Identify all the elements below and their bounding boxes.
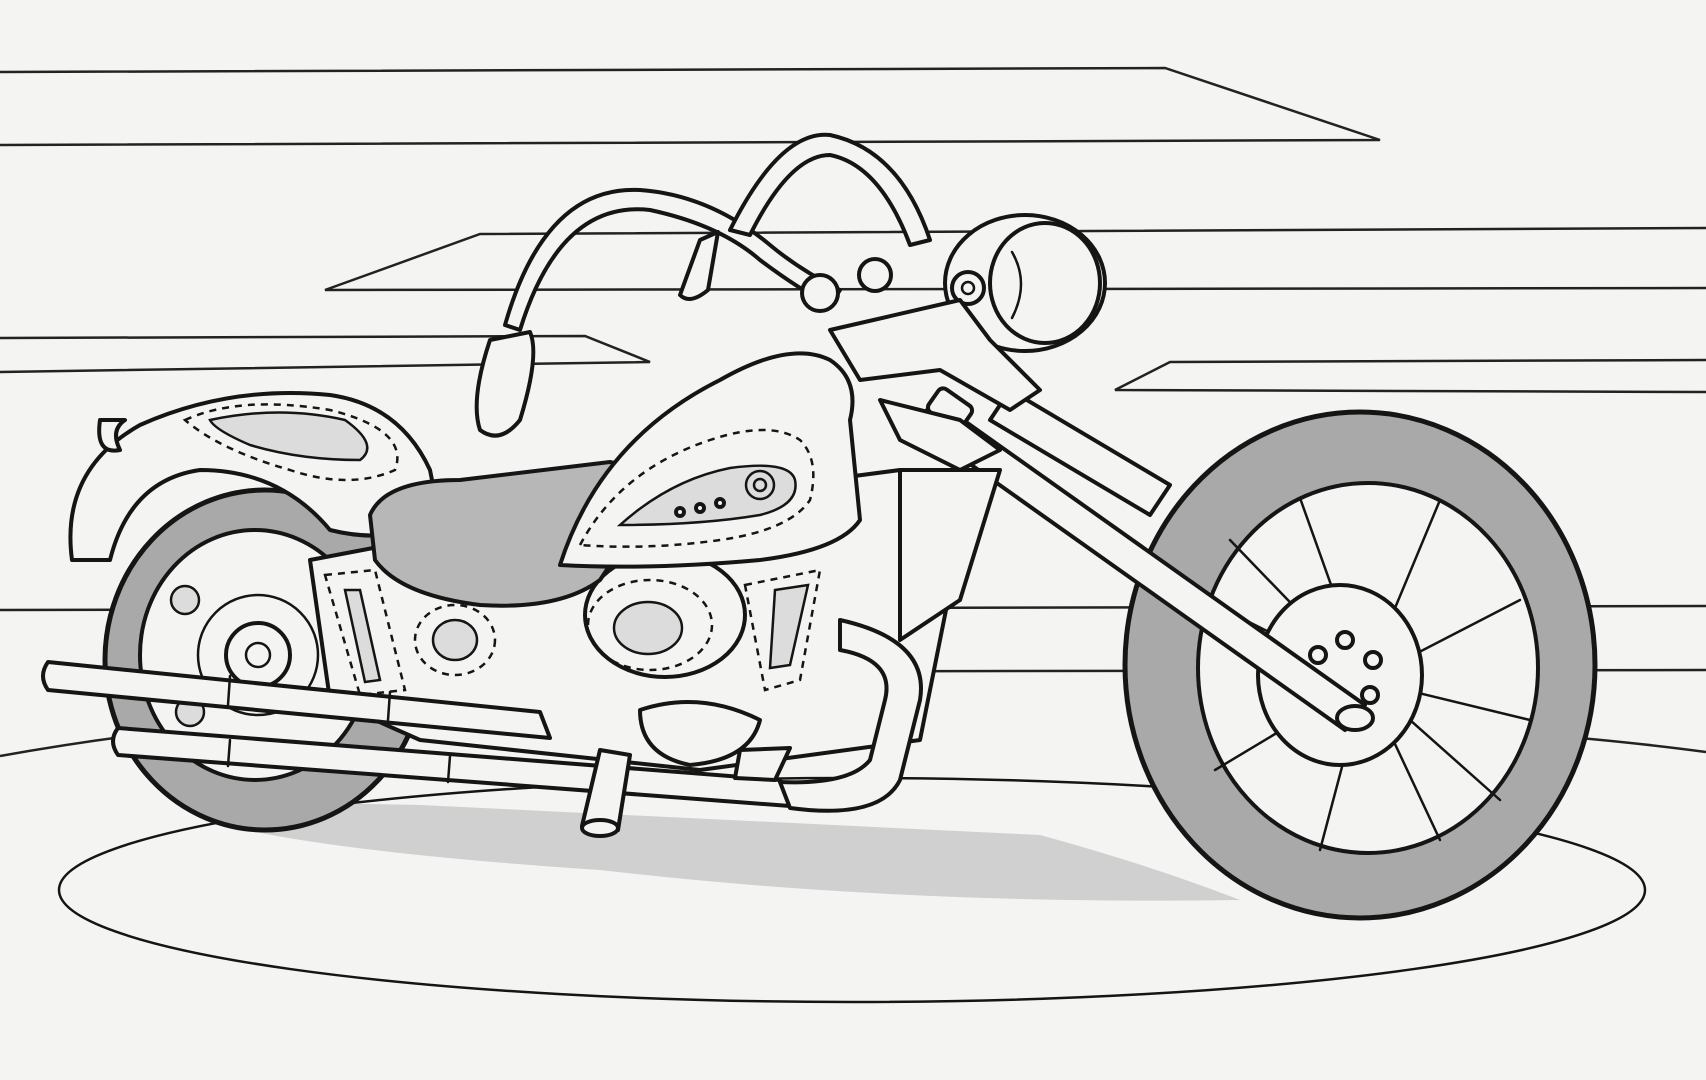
pipe-joint xyxy=(386,690,392,722)
engine-fin xyxy=(343,588,382,684)
air-filter-outline xyxy=(586,578,714,672)
fork-tube-rear xyxy=(988,388,1172,517)
pipe-joint xyxy=(226,738,232,768)
headlight-lens xyxy=(988,221,1102,345)
engine-panel-right xyxy=(743,568,822,692)
headlight-reflection xyxy=(1010,250,1023,320)
brake-pedal xyxy=(733,746,792,782)
tank-dot xyxy=(694,502,706,514)
footpeg-end xyxy=(580,818,620,838)
rear-axle xyxy=(244,641,272,669)
hub-bolt xyxy=(1335,630,1355,650)
handlebar-right xyxy=(728,132,932,247)
front-wheel xyxy=(1122,409,1598,921)
footpeg xyxy=(580,746,792,838)
rear-hub xyxy=(224,621,292,689)
frame-neck xyxy=(828,298,1042,412)
hub-bolt xyxy=(1360,685,1380,705)
tail-light xyxy=(97,418,127,453)
triple-tree xyxy=(878,398,1002,472)
headlight xyxy=(943,213,1107,353)
front-hub xyxy=(1256,583,1424,767)
handlebar-grip xyxy=(474,330,536,438)
exhaust-header xyxy=(778,618,923,813)
air-filter-center xyxy=(612,600,684,656)
bike-shadow xyxy=(200,803,1240,901)
fender-panel xyxy=(208,411,369,462)
rear-rim-ring xyxy=(196,593,320,717)
engine-cover xyxy=(431,618,479,662)
fork-tip xyxy=(1335,704,1375,732)
speed-line-3 xyxy=(0,334,651,374)
fuel-tank xyxy=(558,351,862,569)
crank-case xyxy=(638,700,762,767)
mirror-stem xyxy=(678,230,720,301)
hub-bolt xyxy=(1363,650,1383,670)
pipe-joint xyxy=(226,674,232,707)
hub-bolt xyxy=(1308,645,1328,665)
tank-swirl-center xyxy=(752,477,768,493)
headlight-bolt xyxy=(960,280,976,296)
speed-line-4 xyxy=(1114,358,1706,394)
tank-panel xyxy=(616,464,797,527)
handlebar-left xyxy=(503,187,842,332)
exhaust-pipe-upper xyxy=(41,660,552,740)
engine-panel-left xyxy=(323,568,407,697)
tank-swirl xyxy=(744,469,776,501)
bar-clamp xyxy=(800,273,840,313)
rear-rim-hole xyxy=(169,584,201,616)
headlight-mount xyxy=(950,270,986,306)
handlebars xyxy=(474,132,932,438)
bar-clamp xyxy=(857,257,893,293)
speed-line-1 xyxy=(0,66,1381,147)
engine-fin xyxy=(768,583,810,670)
tank-dot xyxy=(674,506,686,518)
pipe-joint xyxy=(446,754,452,784)
seat xyxy=(368,460,644,608)
tank-dot xyxy=(714,497,726,509)
fender-panel-outline xyxy=(182,403,399,482)
engine-cover-outline xyxy=(413,603,497,677)
down-tube xyxy=(898,468,1002,642)
tank-panel-outline xyxy=(577,428,815,548)
